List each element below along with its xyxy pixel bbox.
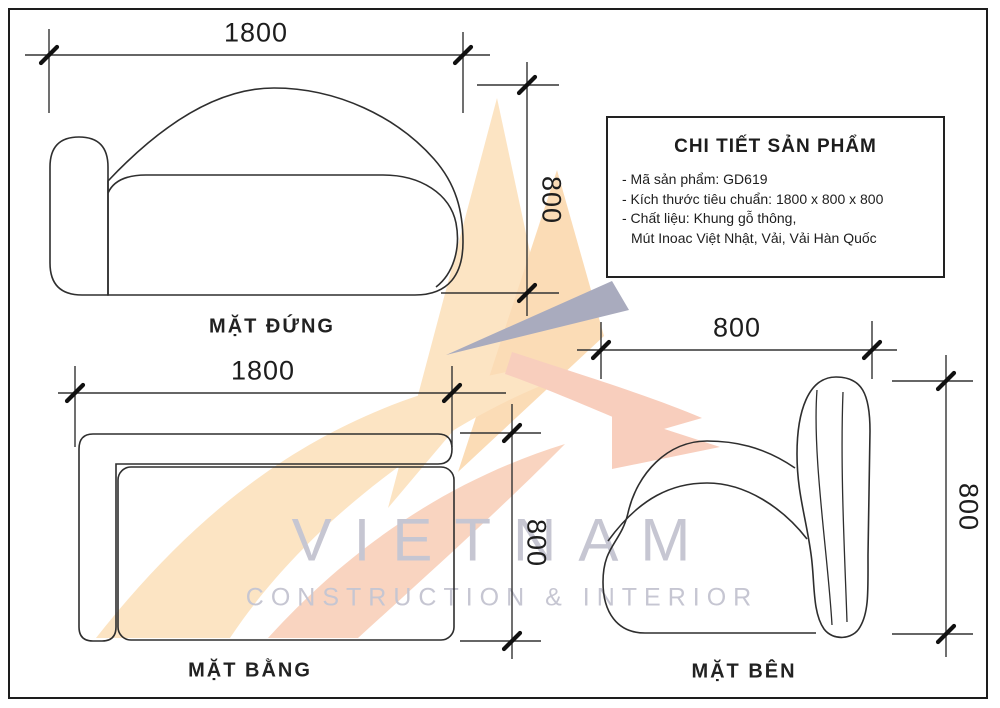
detail-standard-size: - Kích thước tiêu chuẩn: 1800 x 800 x 80… (622, 190, 884, 207)
detail-box-title: CHI TIẾT SẢN PHẨM (674, 136, 877, 157)
watermark-brand-text: VIETNAM (291, 506, 713, 574)
dimension-lines (25, 29, 973, 659)
front-view-label: MẶT ĐỨNG (209, 315, 335, 338)
detail-box-list: - Mã sản phẩm: GD619 - Kích thước tiêu c… (622, 170, 943, 248)
plan-view-drawing (78, 433, 455, 642)
front-height-dimension: 800 (536, 175, 567, 225)
side-height-dimension: 800 (953, 482, 984, 532)
plan-depth-dimension: 800 (521, 518, 552, 568)
detail-product-code: - Mã sản phẩm: GD619 (622, 171, 768, 187)
front-view-drawing (49, 87, 464, 296)
front-width-dimension: 1800 (223, 17, 289, 48)
dimension-ticks (38, 44, 957, 652)
plan-width-dimension: 1800 (230, 355, 296, 386)
plan-view-label: MẶT BẰNG (188, 659, 312, 682)
detail-material: - Chất liệu: Khung gỗ thông, (622, 210, 797, 226)
watermark-tagline-text: CONSTRUCTION & INTERIOR (245, 583, 759, 612)
side-view-label: MẶT BÊN (691, 660, 797, 683)
side-depth-dimension: 800 (712, 312, 762, 343)
side-view-drawing (602, 376, 871, 639)
product-detail-box: CHI TIẾT SẢN PHẨM - Mã sản phẩm: GD619 -… (606, 116, 945, 278)
detail-material-continued: Mút Inoac Việt Nhật, Vải, Vải Hàn Quốc (631, 229, 877, 246)
